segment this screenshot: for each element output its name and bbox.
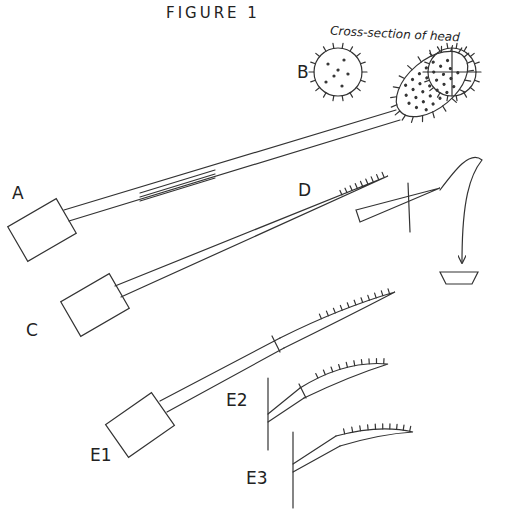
- bristles-e2: [316, 359, 384, 379]
- bristles-e1: [319, 289, 389, 319]
- handle-a: [8, 199, 76, 262]
- bristles: [309, 43, 367, 100]
- figure-letter: C: [26, 322, 38, 339]
- mark-e2: [299, 384, 306, 398]
- detail-d: [356, 157, 482, 284]
- bristles-c: [340, 172, 384, 195]
- figure-letter: D: [298, 182, 311, 199]
- cross-section-b1: [309, 43, 367, 100]
- bristles: [376, 30, 488, 137]
- figure-title: FIGURE 1: [166, 6, 260, 21]
- figure-letter: E3: [246, 470, 268, 487]
- hatching-a: [140, 170, 215, 201]
- figure-letter: B: [297, 64, 309, 81]
- shaft-e2: [268, 388, 300, 414]
- figure-letter: A: [12, 185, 24, 202]
- blade-e2: [300, 364, 388, 399]
- bristles: [423, 43, 481, 100]
- shaft-e1: [167, 348, 284, 412]
- shaft-e2: [268, 398, 304, 422]
- figure-letter: E2: [226, 392, 248, 409]
- shaft-c: [115, 176, 388, 297]
- mark-e1: [272, 336, 280, 352]
- shaft-e1: [160, 338, 280, 401]
- handle-e1: [106, 393, 175, 458]
- bristles-e3: [344, 424, 411, 434]
- head-a: [376, 30, 488, 137]
- section-note: Cross-section of head: [330, 25, 460, 44]
- handle-c: [61, 274, 129, 337]
- blade-e3: [336, 429, 413, 446]
- shaft-e3: [293, 446, 340, 472]
- wall-e3: [292, 432, 293, 508]
- dots: [325, 59, 349, 87]
- dots: [397, 53, 464, 117]
- blade-e1: [280, 292, 395, 348]
- shaft-a: [69, 120, 400, 221]
- figure-letter: E1: [90, 447, 112, 464]
- cross-section-b2: [423, 43, 481, 100]
